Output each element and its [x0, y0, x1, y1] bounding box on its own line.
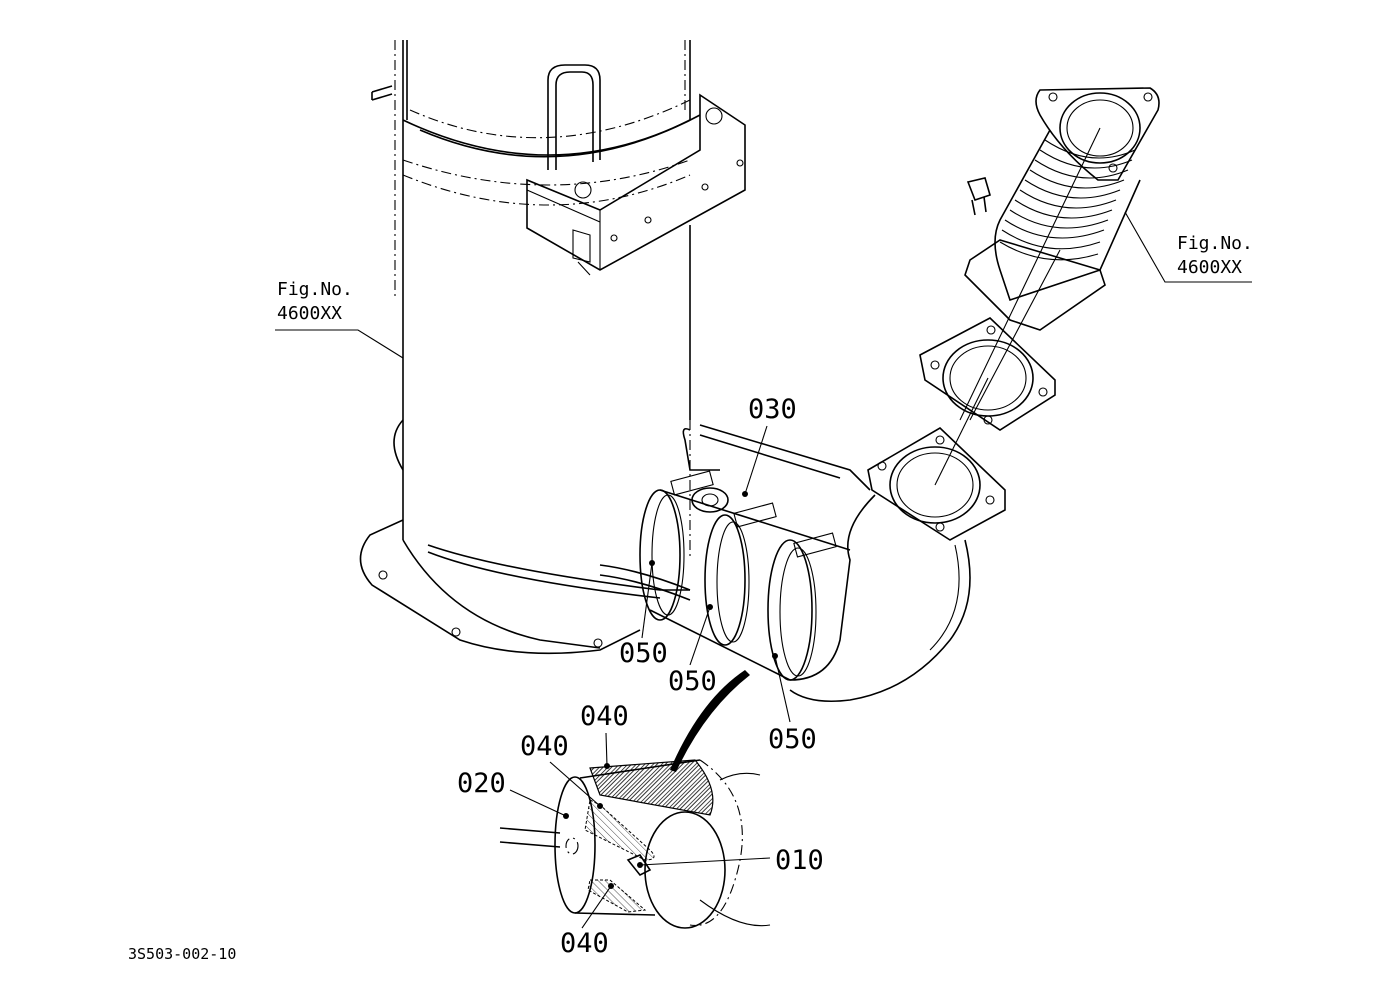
figure-reference-left-line1: Fig.No.	[277, 279, 353, 300]
callout-040-bottom: 040	[560, 928, 609, 959]
figure-reference-right-line1: Fig.No.	[1177, 233, 1253, 254]
callout-030: 030	[748, 394, 797, 425]
figure-code: 3S503-002-10	[128, 945, 237, 963]
figure-reference-left: Fig.No. 4600XX	[277, 278, 353, 326]
outlet-pipe	[789, 87, 1160, 703]
sleeve-detail	[499, 759, 771, 929]
catalyst-section	[599, 424, 871, 681]
callout-050-right: 050	[768, 724, 817, 755]
figure-reference-right: Fig.No. 4600XX	[1177, 232, 1253, 280]
callout-020: 020	[457, 768, 506, 799]
callout-040-middle: 040	[520, 731, 569, 762]
callout-050-left: 050	[619, 638, 668, 669]
callout-050-middle: 050	[668, 666, 717, 697]
figure-reference-left-line2: 4600XX	[277, 303, 343, 324]
figure-reference-right-line2: 4600XX	[1177, 257, 1243, 278]
muffler-body	[359, 40, 746, 655]
leader-lines	[275, 211, 1252, 929]
callout-010: 010	[775, 845, 824, 876]
callout-040-top: 040	[580, 701, 629, 732]
